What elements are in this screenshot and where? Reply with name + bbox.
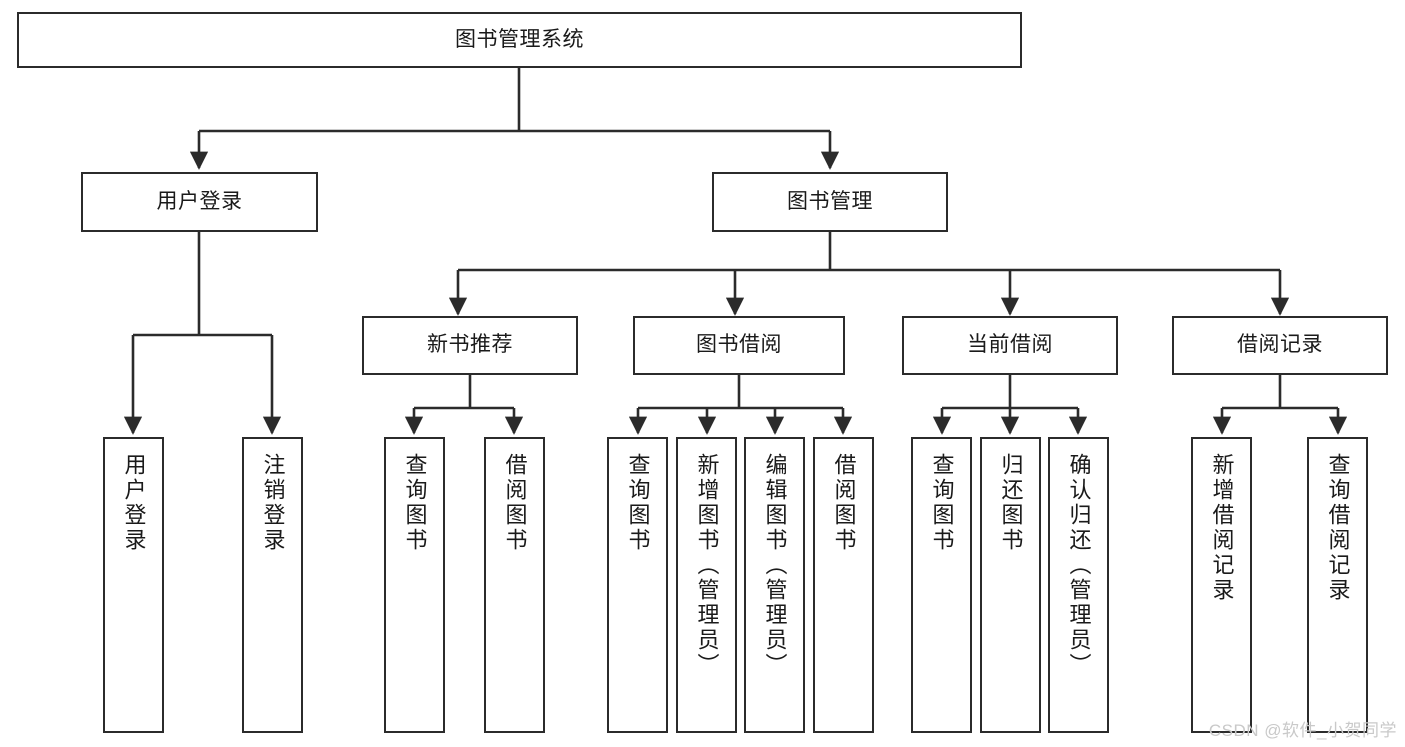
node-current-borrow-label: 当前借阅 bbox=[967, 333, 1053, 357]
node-borrow-record-label: 借阅记录 bbox=[1237, 333, 1323, 357]
node-book-borrow-label: 图书借阅 bbox=[696, 333, 782, 357]
node-leaf-borrow-book-1-label: 借阅图书 bbox=[502, 453, 528, 553]
node-leaf-edit-book-label: 编辑图书（管理员） bbox=[762, 453, 788, 678]
node-book-management[interactable]: 图书管理 bbox=[712, 172, 948, 232]
node-leaf-query-book-1-label: 查询图书 bbox=[402, 453, 428, 553]
node-leaf-query-book-1[interactable]: 查询图书 bbox=[384, 437, 445, 733]
node-root-system-label: 图书管理系统 bbox=[455, 27, 584, 51]
node-leaf-add-book[interactable]: 新增图书（管理员） bbox=[676, 437, 737, 733]
node-current-borrow[interactable]: 当前借阅 bbox=[902, 316, 1118, 375]
node-leaf-add-book-label: 新增图书（管理员） bbox=[694, 453, 720, 678]
node-leaf-add-record[interactable]: 新增借阅记录 bbox=[1191, 437, 1252, 733]
node-leaf-return-book[interactable]: 归还图书 bbox=[980, 437, 1041, 733]
node-leaf-borrow-book-2[interactable]: 借阅图书 bbox=[813, 437, 874, 733]
node-leaf-logout-login-label: 注销登录 bbox=[260, 453, 286, 553]
node-leaf-query-book-2[interactable]: 查询图书 bbox=[607, 437, 668, 733]
node-leaf-query-book-3-label: 查询图书 bbox=[929, 453, 955, 553]
node-leaf-borrow-book-2-label: 借阅图书 bbox=[831, 453, 857, 553]
node-borrow-record[interactable]: 借阅记录 bbox=[1172, 316, 1388, 375]
node-leaf-query-book-2-label: 查询图书 bbox=[625, 453, 651, 553]
node-leaf-query-record[interactable]: 查询借阅记录 bbox=[1307, 437, 1368, 733]
node-user-login[interactable]: 用户登录 bbox=[81, 172, 318, 232]
node-book-management-label: 图书管理 bbox=[787, 189, 873, 213]
node-user-login-label: 用户登录 bbox=[156, 189, 243, 213]
node-leaf-borrow-book-1[interactable]: 借阅图书 bbox=[484, 437, 545, 733]
node-leaf-query-record-label: 查询借阅记录 bbox=[1325, 453, 1351, 603]
node-leaf-edit-book[interactable]: 编辑图书（管理员） bbox=[744, 437, 805, 733]
node-leaf-confirm-return[interactable]: 确认归还（管理员） bbox=[1048, 437, 1109, 733]
node-leaf-add-record-label: 新增借阅记录 bbox=[1209, 453, 1235, 603]
node-root-system[interactable]: 图书管理系统 bbox=[17, 12, 1022, 68]
node-book-borrow[interactable]: 图书借阅 bbox=[633, 316, 845, 375]
node-leaf-query-book-3[interactable]: 查询图书 bbox=[911, 437, 972, 733]
node-leaf-logout-login[interactable]: 注销登录 bbox=[242, 437, 303, 733]
node-leaf-return-book-label: 归还图书 bbox=[998, 453, 1024, 553]
node-leaf-user-login[interactable]: 用户登录 bbox=[103, 437, 164, 733]
node-leaf-user-login-label: 用户登录 bbox=[121, 453, 147, 553]
node-new-book-recommend[interactable]: 新书推荐 bbox=[362, 316, 578, 375]
node-leaf-confirm-return-label: 确认归还（管理员） bbox=[1066, 453, 1092, 678]
node-new-book-recommend-label: 新书推荐 bbox=[427, 333, 513, 357]
